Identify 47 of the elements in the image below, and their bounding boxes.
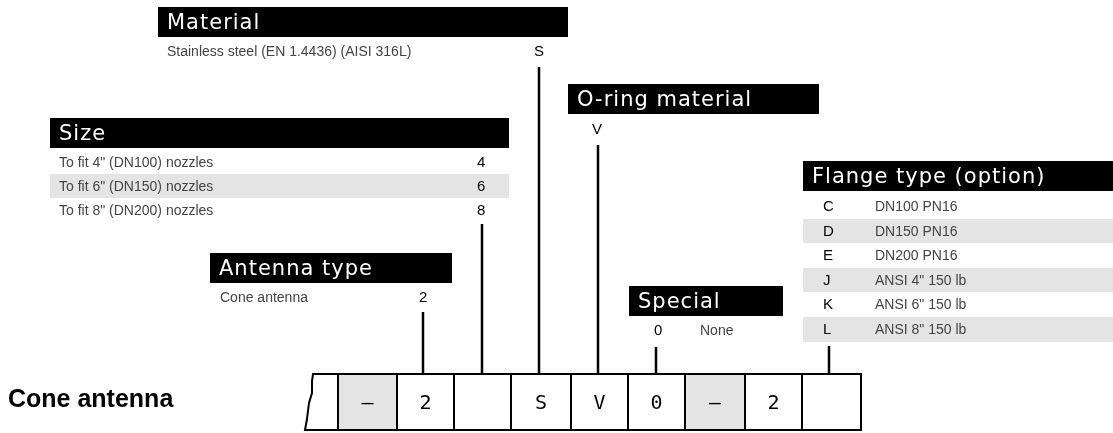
option-description: To fit 6" (DN150) nozzles	[59, 177, 214, 195]
section-heading: Antenna type	[210, 253, 452, 283]
section-heading: Flange type (option)	[803, 161, 1113, 191]
option-description: ANSI 4" 150 lb	[875, 270, 967, 289]
option-description: To fit 4" (DN100) nozzles	[59, 153, 214, 171]
code-field: V	[570, 375, 627, 429]
code-field: S	[510, 375, 570, 429]
option-code: L	[823, 320, 832, 338]
option-code: 4	[477, 153, 486, 171]
leader-line	[827, 346, 831, 375]
option-description: Cone antenna	[220, 288, 308, 306]
option-code: 6	[477, 177, 486, 195]
section-heading: Material	[158, 7, 568, 37]
leader-line	[537, 67, 541, 375]
order-code-strip	[303, 373, 862, 431]
product-title: Cone antenna	[8, 384, 174, 413]
option-code: V	[592, 120, 602, 138]
option-description: DN200 PN16	[875, 246, 958, 265]
leader-line	[480, 224, 484, 375]
leader-line	[654, 347, 658, 375]
option-code: S	[534, 42, 544, 60]
code-field: 2	[744, 375, 801, 429]
option-description: None	[700, 321, 734, 339]
code-field: 2	[396, 375, 453, 429]
option-description: DN150 PN16	[875, 221, 958, 240]
option-table	[50, 118, 509, 220]
section-heading: Special	[629, 286, 783, 316]
option-description: DN100 PN16	[875, 197, 958, 215]
code-field: –	[684, 375, 744, 429]
option-code: 0	[654, 321, 663, 339]
section-heading: O-ring material	[568, 84, 819, 114]
option-code: K	[823, 295, 833, 314]
option-description: ANSI 8" 150 lb	[875, 320, 967, 338]
option-code: 8	[477, 201, 486, 219]
leader-line	[596, 145, 600, 375]
option-code: C	[823, 197, 834, 215]
option-description: ANSI 6" 150 lb	[875, 295, 967, 314]
option-table	[803, 161, 1113, 342]
option-code: J	[823, 270, 831, 289]
section-heading: Size	[50, 118, 509, 148]
option-code: 2	[419, 288, 428, 306]
leader-line	[421, 312, 425, 375]
option-description: To fit 8" (DN200) nozzles	[59, 201, 214, 219]
code-field: –	[337, 375, 396, 429]
option-code: D	[823, 221, 834, 240]
option-description: Stainless steel (EN 1.4436) (AISI 316L)	[167, 42, 412, 60]
option-code: E	[823, 246, 833, 265]
